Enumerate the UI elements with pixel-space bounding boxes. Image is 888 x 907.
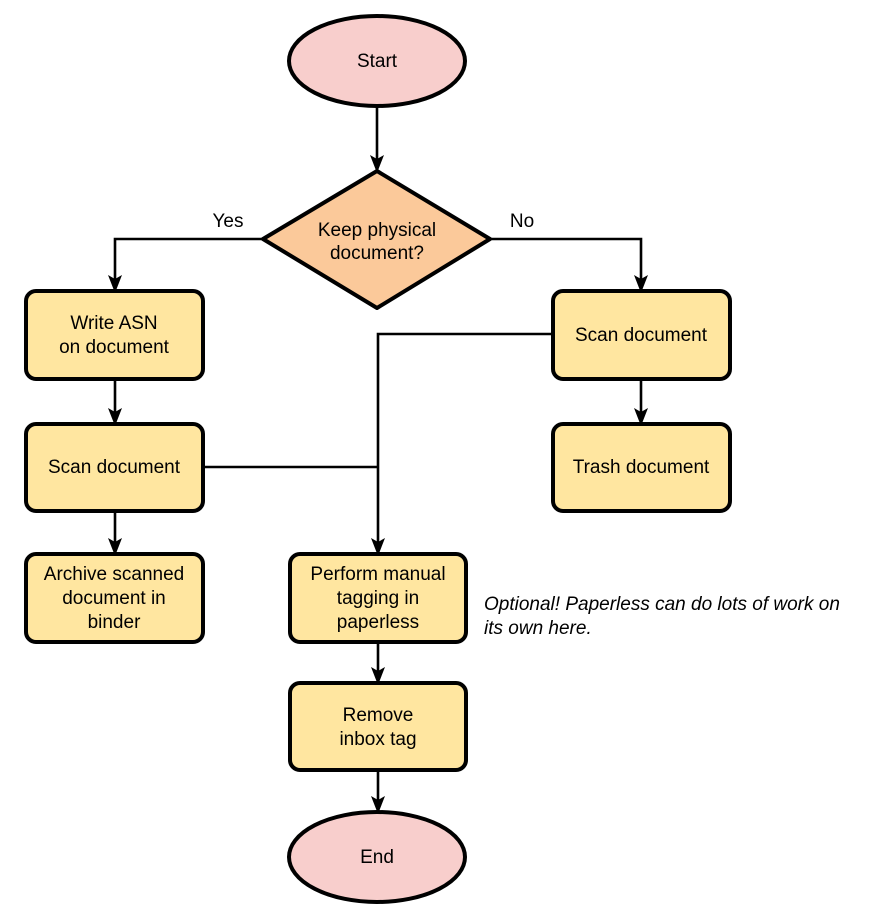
decision-label-line1: Keep physical <box>318 220 436 241</box>
manual-tagging-box-shape <box>288 552 468 644</box>
node-decision-keep-physical[interactable]: Keep physical document? <box>261 169 492 310</box>
edge-label-yes: Yes <box>213 211 244 232</box>
arrowhead-icon <box>370 155 384 173</box>
arrowhead-icon <box>108 275 122 293</box>
node-start[interactable]: Start <box>287 14 467 108</box>
edge-scan-right-to-manual-tagging <box>371 332 553 556</box>
annotation-optional-note: Optional! Paperless can do lots of work … <box>484 594 840 639</box>
write-asn-label-line1: Write ASN <box>70 313 157 334</box>
edge-start-to-decision <box>370 106 384 173</box>
scan-document-left-label: Scan document <box>48 457 181 478</box>
node-end[interactable]: End <box>287 810 467 904</box>
write-asn-box-shape <box>24 289 205 381</box>
arrowhead-icon <box>371 667 385 685</box>
write-asn-label-line2: on document <box>59 337 170 358</box>
node-trash-document[interactable]: Trash document <box>551 422 732 513</box>
arrowhead-icon <box>108 408 122 426</box>
arrowhead-icon <box>371 796 385 814</box>
archive-binder-box-shape <box>24 552 205 644</box>
manual-tagging-label-line1: Perform manual <box>310 564 445 585</box>
scan-document-left-box-shape <box>24 422 205 513</box>
edge-decision-no-to-scan-right <box>490 237 648 293</box>
node-archive-binder[interactable]: Archive scanned document in binder <box>24 552 205 644</box>
edge-scan-left-to-archive <box>108 511 122 556</box>
node-write-asn[interactable]: Write ASN on document <box>24 289 205 381</box>
node-remove-inbox-tag[interactable]: Remove inbox tag <box>288 681 468 772</box>
archive-binder-label-line1: Archive scanned <box>44 564 184 585</box>
manual-tagging-label-line2: tagging in <box>337 588 419 609</box>
trash-document-label: Trash document <box>573 457 710 478</box>
edge-scan-right-to-trash <box>634 379 648 426</box>
node-scan-document-left[interactable]: Scan document <box>24 422 205 513</box>
archive-binder-label-line2: document in <box>62 588 166 609</box>
decision-diamond-shape <box>261 169 492 310</box>
annotation-line2: its own here. <box>484 618 592 639</box>
edge-manual-tagging-to-remove-inbox <box>371 642 385 685</box>
edge-write-asn-to-scan-left <box>108 379 122 426</box>
scan-document-right-label: Scan document <box>575 325 708 346</box>
node-scan-document-right[interactable]: Scan document <box>551 289 732 381</box>
node-manual-tagging[interactable]: Perform manual tagging in paperless <box>288 552 468 644</box>
scan-document-right-box-shape <box>551 289 732 381</box>
start-ellipse-shape <box>287 14 467 108</box>
edge-label-no: No <box>510 211 534 232</box>
arrowhead-icon <box>634 408 648 426</box>
arrowhead-icon <box>634 275 648 293</box>
manual-tagging-label-line3: paperless <box>337 612 419 633</box>
decision-label-line2: document? <box>330 243 424 264</box>
remove-inbox-tag-label-line2: inbox tag <box>339 729 416 750</box>
arrowhead-icon <box>371 538 385 556</box>
archive-binder-label-line3: binder <box>88 612 141 633</box>
edge-remove-inbox-to-end <box>371 770 385 814</box>
end-label: End <box>360 847 394 868</box>
remove-inbox-tag-label-line1: Remove <box>343 705 414 726</box>
annotation-line1: Optional! Paperless can do lots of work … <box>484 594 840 615</box>
remove-inbox-tag-box-shape <box>288 681 468 772</box>
arrowhead-icon <box>108 538 122 556</box>
end-ellipse-shape <box>287 810 467 904</box>
start-label: Start <box>357 51 398 72</box>
trash-document-box-shape <box>551 422 732 513</box>
edge-decision-yes-to-write-asn <box>108 237 263 293</box>
